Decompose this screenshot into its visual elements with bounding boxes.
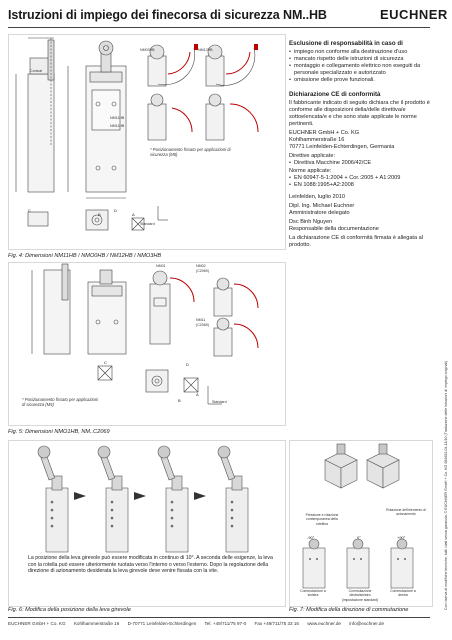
fig5-note: * Posizionamento fissato per applicazion…	[22, 397, 99, 407]
footer-web-link[interactable]: www.euchner.de	[307, 621, 341, 626]
fig7-angle-left: -90°	[307, 535, 315, 540]
fig5-label-c2069: (C2069)	[196, 269, 209, 273]
footer-city: D-70771 Leinfelden-Echterdingen	[127, 621, 197, 626]
fig7-state-right: Commutazione a destra	[390, 589, 416, 598]
fig4-label-standard: Standard	[140, 222, 155, 226]
directive-item: Direttiva Macchine 2006/42/CE	[289, 160, 431, 167]
fig5-label-d: D	[186, 362, 189, 367]
side-note-text: Con riserva di modifiche tecniche, tutti…	[444, 360, 448, 610]
responsibility-item: mancato rispetto delle istruzioni di sic…	[289, 56, 431, 63]
fig4-label-nm03: NM03HB	[140, 48, 155, 52]
footer-rule	[8, 617, 430, 618]
fig5-drawing	[31, 263, 259, 405]
fig5-label-nm01: NM01	[156, 264, 166, 268]
signer2-role: Responsabile della documentazione	[289, 226, 379, 233]
declaration-column: Esclusione di responsabilità in caso di …	[289, 40, 431, 251]
ce-intro: Il fabbricante indicato di seguito dichi…	[289, 99, 430, 127]
norm-item: EN 1088:1995+A2:2008	[289, 182, 431, 189]
fig7-state-mid: Commutazione destra/sinistra (impostazio…	[341, 589, 379, 602]
footer-fax: Fax +49/711/75 33 16	[254, 621, 299, 626]
fig4-caption: Fig. 4: Dimensioni NM11HB / NMO0HB / NM1…	[8, 253, 162, 259]
fig5-label-nm02: NM02	[196, 264, 206, 268]
fig4-drawing	[15, 37, 259, 231]
fig4-label-conical: Conical	[30, 69, 42, 73]
fig6-note: La posizione della leva girevole può ess…	[28, 555, 273, 575]
side-note: Con riserva di modifiche tecniche, tutti…	[436, 40, 448, 610]
responsibility-item: impiego non conforme alla destinazione d…	[289, 49, 431, 56]
fig5-label-b: B	[178, 398, 181, 403]
fig5-label-standard: Standard	[212, 400, 227, 404]
fig7-angle-right: +90°	[397, 535, 406, 540]
fig5-caption: Fig. 5: Dimensioni NMO1HB, NM..C2069	[8, 429, 110, 435]
responsibility-list: impiego non conforme alla destinazione d…	[289, 49, 431, 85]
fig7-state-left: Commutazione a sinistra	[300, 589, 326, 598]
footer-tel: Tel. +49/711/75 97-0	[204, 621, 247, 626]
maker-name: EUCHNER GmbH + Co. KG	[289, 130, 360, 137]
fig4-label-b: B	[98, 212, 101, 217]
fig6-caption: Fig. 6: Modifica della posizione della l…	[8, 607, 131, 613]
signer2-name: Dsc Binh Nguyen	[289, 219, 333, 226]
signer1-role: Amministratore delegato	[289, 209, 350, 216]
fig5-label-c2069b: (C2069)	[196, 323, 209, 327]
fig5-label-nm11: NM11	[196, 318, 206, 322]
header-rule	[8, 27, 430, 28]
signer1-name: Dipl. Ing. Michael Euchner	[289, 202, 355, 209]
closing-statement: La dichiarazione CE di conformità firmat…	[289, 235, 424, 249]
fig7-angle-mid: 0°	[357, 535, 361, 540]
fig4-label-nm12: NM12HB	[198, 48, 213, 52]
responsibility-item: omissione delle prove funzionali.	[289, 77, 431, 84]
footer-email-link[interactable]: info@euchner.de	[349, 621, 385, 626]
responsibility-item: montaggio e collegamento elettrico non e…	[289, 63, 431, 77]
fig4-label-nm11b: NM11HB	[110, 124, 125, 128]
euchner-logo: EUCHNER	[380, 7, 448, 22]
fig7-drawing	[302, 443, 414, 589]
fig7-label-left: Pressione e rotazione contemporanea dell…	[305, 513, 339, 526]
norm-item: EN 60947-5-1:2004 + Cor.:2005 + A1:2009	[289, 175, 431, 182]
directives-label: Direttive applicate:	[289, 153, 336, 160]
maker-city: 70771 Leinfelden-Echterdingen, Germania	[289, 144, 395, 151]
fig4-label-c: C	[28, 208, 31, 213]
footer-street: Kohlhammerstraße 16	[73, 621, 120, 626]
ce-heading: Dichiarazione CE di conformità	[289, 90, 381, 98]
fig5-label-a: A	[196, 392, 199, 397]
page-title: Istruzioni di impiego dei finecorsa di s…	[8, 8, 327, 22]
fig4-label-a: A	[132, 212, 135, 217]
fig7-label-right: Rotazione dell'elemento di azionamento	[386, 508, 426, 517]
norms-label: Norme applicate:	[289, 167, 332, 174]
norms-list: EN 60947-5-1:2004 + Cor.:2005 + A1:2009 …	[289, 175, 431, 189]
fig4-label-nm11: NM11HB	[110, 116, 125, 120]
footer: EUCHNER GmbH + Co. KG Kohlhammerstraße 1…	[8, 621, 391, 626]
directives-list: Direttiva Macchine 2006/42/CE	[289, 160, 431, 167]
fig6-drawing	[37, 445, 249, 553]
fig5-label-c: C	[104, 360, 107, 365]
fig4-label-d: D	[114, 208, 117, 213]
place-date: Leinfelden, luglio 2010	[289, 193, 345, 200]
fig4-note: * Posizionamento fissato per applicazion…	[150, 147, 231, 157]
responsibility-heading: Esclusione di responsabilità in caso di	[289, 40, 403, 47]
maker-street: Kohlhammerstraße 16	[289, 137, 345, 144]
fig7-caption: Fig. 7: Modifica della direzione di comm…	[289, 607, 409, 613]
footer-company: EUCHNER GmbH + Co. KG	[8, 621, 66, 626]
